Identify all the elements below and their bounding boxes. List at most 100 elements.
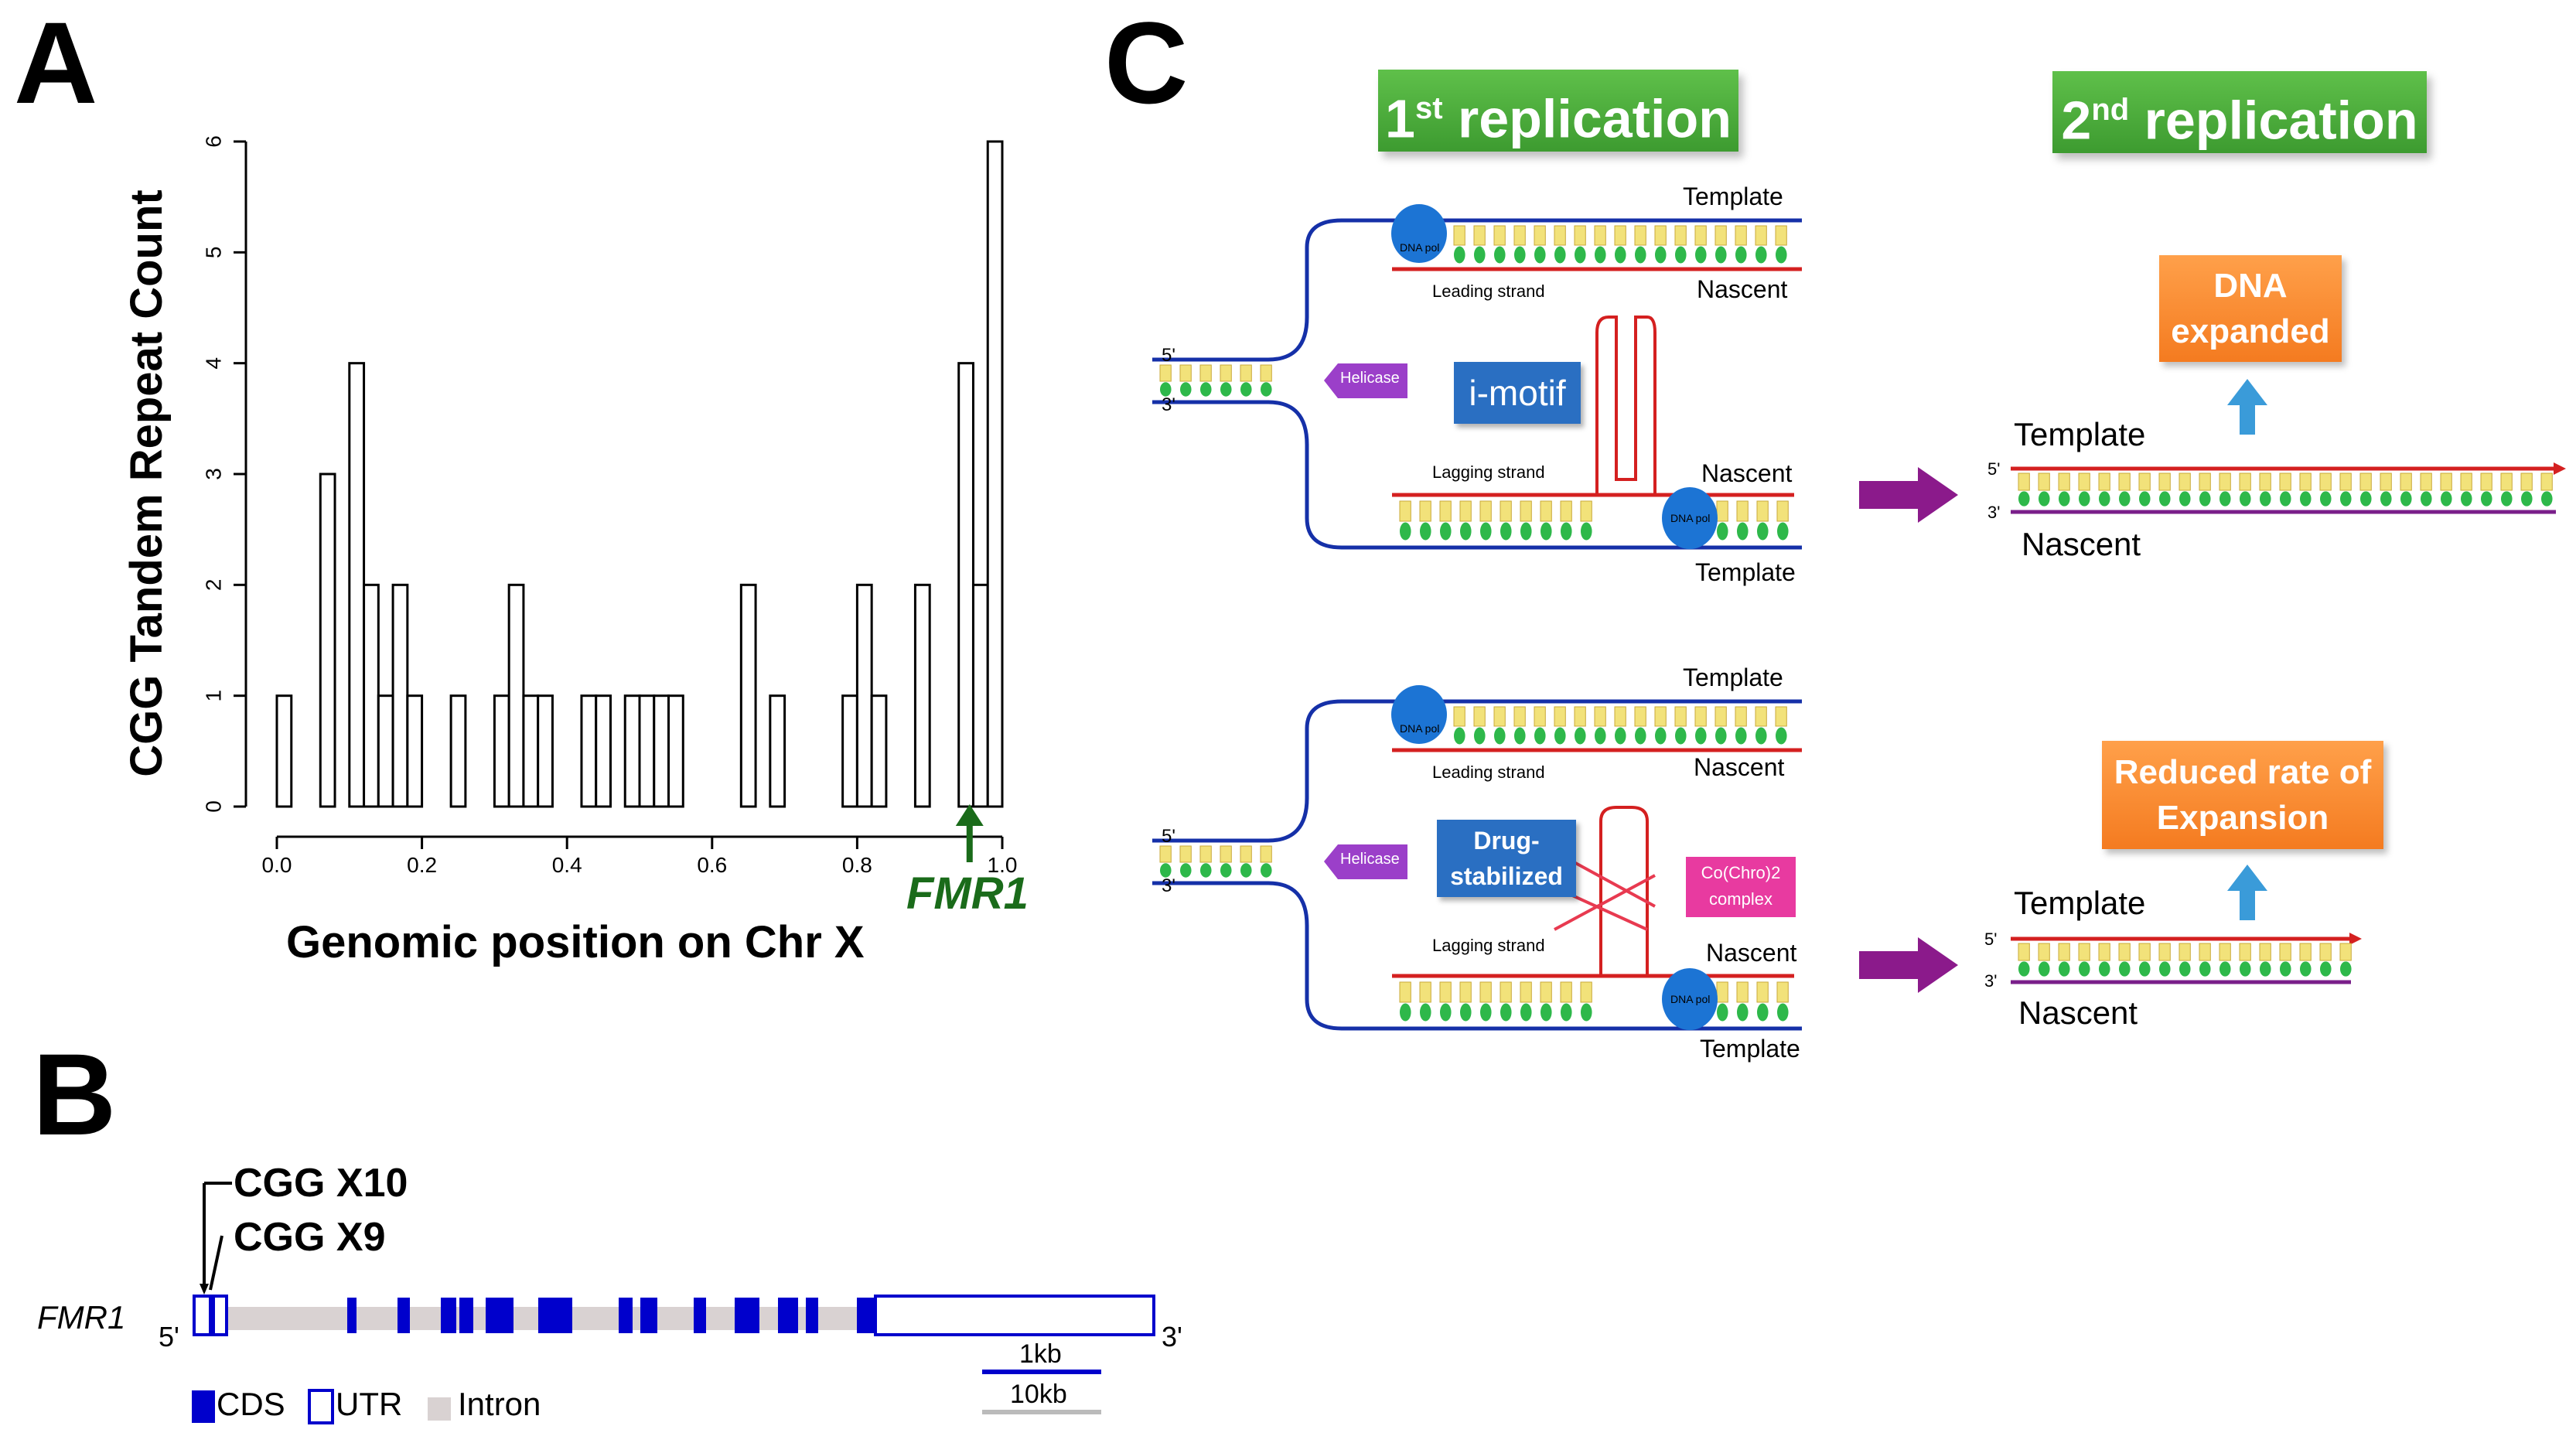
base-pair [1534, 727, 1546, 745]
bottom-lagging-strand-label: Lagging strand [1432, 936, 1545, 955]
histogram-bar [507, 583, 525, 808]
bottom-result-template-label: Template [2014, 885, 2146, 921]
base-pair [2158, 472, 2171, 491]
base-pair [1159, 845, 1172, 863]
histogram-bar [391, 583, 409, 808]
top-result-three: 3' [1987, 503, 2001, 522]
base-pair [2500, 472, 2513, 491]
histogram-bar [275, 694, 293, 808]
histogram-bar [348, 362, 366, 808]
base-pair [2039, 491, 2050, 507]
base-pair [1655, 246, 1667, 264]
base-pair [1494, 246, 1506, 264]
cgg-arrowhead [200, 1284, 209, 1295]
base-pair [1160, 382, 1172, 397]
top-up-arrow [2227, 379, 2267, 435]
cds-exon-4 [441, 1298, 456, 1333]
base-pair [2219, 491, 2231, 507]
base-pair [2460, 472, 2472, 491]
base-pair [1180, 863, 1192, 878]
base-pair [1220, 845, 1232, 863]
base-pair [1439, 500, 1452, 522]
base-pair [1674, 225, 1687, 246]
bottom-dna-pol-leading [1391, 685, 1447, 744]
base-pair [2058, 472, 2070, 491]
base-pair [1554, 727, 1566, 745]
base-pair [1400, 1003, 1411, 1022]
base-pair [1439, 981, 1452, 1003]
base-pair [1714, 706, 1727, 727]
top-leading-strand-label: Leading strand [1432, 281, 1545, 301]
base-pair [1520, 981, 1532, 1003]
utr-3-box [874, 1295, 1155, 1336]
base-pair [1500, 522, 1512, 541]
base-pair [1420, 522, 1431, 541]
base-pair [1494, 727, 1506, 745]
base-pair [1735, 706, 1747, 727]
first-replication-label: 1st replication [1378, 70, 1738, 152]
base-pair [2480, 472, 2492, 491]
base-pair [1540, 522, 1552, 541]
base-pair [1554, 225, 1566, 246]
histogram-bar [537, 694, 554, 808]
base-pair [2099, 491, 2110, 507]
base-pair [1561, 1003, 1572, 1022]
gene-label: FMR1 [37, 1299, 126, 1336]
base-pair [1554, 246, 1566, 264]
base-pair [1580, 981, 1592, 1003]
base-pair [2219, 943, 2231, 961]
base-pair [1500, 500, 1512, 522]
bottom-nascent-top-label: Nascent [1694, 753, 1785, 781]
base-pair [1581, 522, 1592, 541]
cds-exon-11 [735, 1298, 759, 1333]
base-pair [2461, 491, 2472, 507]
drug-stabilized-label: Drug-stabilized [1437, 820, 1576, 897]
three-prime-label: 3' [1162, 1321, 1182, 1353]
base-pair [1420, 1003, 1431, 1022]
base-pair [1459, 981, 1472, 1003]
five-prime-label: 5' [159, 1321, 179, 1353]
histogram-bar [971, 583, 989, 808]
x-tick-label: 0.8 [842, 853, 872, 877]
base-pair [1755, 246, 1767, 264]
base-pair [2421, 491, 2432, 507]
base-pair [1453, 225, 1465, 246]
base-pair [1540, 1003, 1552, 1022]
histogram-bar [870, 694, 888, 808]
cds-exon-6 [486, 1298, 513, 1333]
base-pair [2078, 943, 2090, 961]
base-pair [1615, 246, 1626, 264]
bottom-up-arrow [2227, 865, 2267, 920]
base-pair [1400, 522, 1411, 541]
base-pair [1260, 845, 1272, 863]
base-pair [1513, 225, 1526, 246]
base-pair [1775, 225, 1787, 246]
histogram-bar [653, 694, 670, 808]
base-pair [1454, 246, 1465, 264]
base-pair [2319, 472, 2332, 491]
base-pair [1514, 727, 1526, 745]
base-pair [2299, 943, 2312, 961]
base-pair [1755, 225, 1767, 246]
base-pair [1179, 364, 1192, 382]
base-pair [1735, 727, 1747, 745]
base-pair [2139, 961, 2151, 977]
base-pair [1574, 706, 1586, 727]
base-pair [2179, 943, 2191, 961]
base-pair [1595, 727, 1606, 745]
base-pair [1179, 845, 1192, 863]
base-pair [2400, 491, 2412, 507]
top-nascent-mid-label: Nascent [1701, 459, 1793, 487]
bottom-template-lower [1152, 881, 1802, 1031]
base-pair [2339, 943, 2352, 961]
base-pair [1180, 382, 1192, 397]
bottom-template-bottom-label: Template [1700, 1035, 1800, 1063]
legend-utr-swatch [308, 1389, 334, 1424]
base-pair [1755, 706, 1767, 727]
fmr1-marker-label: FMR1 [906, 868, 1029, 919]
i-motif-structure [1595, 316, 1656, 495]
base-pair [1493, 706, 1506, 727]
base-pair [1480, 522, 1492, 541]
